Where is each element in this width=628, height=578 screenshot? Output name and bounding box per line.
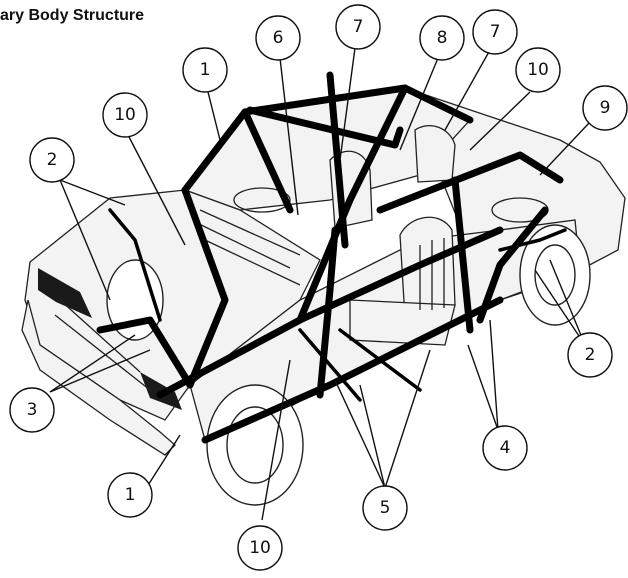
callout-2-rear: 2 [567, 332, 613, 378]
callout-label: 10 [249, 538, 271, 558]
callout-label: 4 [500, 438, 511, 458]
front-strut [108, 208, 162, 322]
callout-label: 10 [114, 105, 136, 125]
rear-strut [498, 228, 567, 252]
callout-10-rear: 10 [515, 47, 561, 93]
passenger-seat [399, 216, 456, 319]
b-pillar-right [451, 176, 474, 334]
a-pillar-left [241, 108, 294, 214]
center-pillar [316, 226, 339, 399]
callout-4: 4 [482, 425, 528, 471]
leader-lines [49, 47, 591, 521]
car-body-outline [21, 86, 626, 506]
rear-hoop-top [376, 151, 564, 214]
callout-label: 5 [380, 498, 391, 518]
callout-5: 5 [362, 485, 408, 531]
callout-3: 3 [9, 387, 55, 433]
callout-label: 6 [273, 28, 284, 48]
callout-2-front: 2 [29, 137, 75, 183]
callout-6: 6 [255, 15, 301, 61]
callout-1-roof: 1 [182, 47, 228, 93]
callout-label: 1 [125, 485, 136, 505]
rear-seat-back [414, 125, 456, 183]
roof-cross-bar [246, 106, 404, 149]
passenger-seat-cushion [349, 299, 456, 346]
callout-7-right: 7 [472, 9, 518, 55]
callout-label: 1 [200, 60, 211, 80]
callout-label: 7 [490, 22, 501, 42]
callout-label: 7 [353, 17, 364, 37]
steering-wheel [233, 187, 291, 213]
callout-label: 10 [527, 60, 549, 80]
callout-10-bottom: 10 [237, 525, 283, 571]
rear-hoop-right [476, 206, 549, 324]
callout-1-bumper: 1 [107, 472, 153, 518]
floor-rail-left [156, 226, 504, 399]
callout-9: 9 [582, 85, 628, 131]
roll-cage-frame [96, 71, 567, 444]
callout-10-front: 10 [102, 92, 148, 138]
callout-label: 2 [47, 150, 58, 170]
callout-7-left: 7 [335, 4, 381, 50]
callout-label: 3 [27, 400, 38, 420]
page-title: ary Body Structure [0, 7, 145, 24]
roof-rail [181, 84, 474, 194]
callout-label: 9 [600, 98, 611, 118]
a-pillar-front [181, 186, 229, 389]
front-subframe [96, 316, 194, 389]
rocker-rail [201, 296, 504, 444]
headlight-left [38, 268, 92, 318]
diagonal-brace [296, 84, 409, 324]
callout-label: 2 [585, 345, 596, 365]
callout-8: 8 [419, 15, 465, 61]
callout-label: 8 [437, 28, 448, 48]
